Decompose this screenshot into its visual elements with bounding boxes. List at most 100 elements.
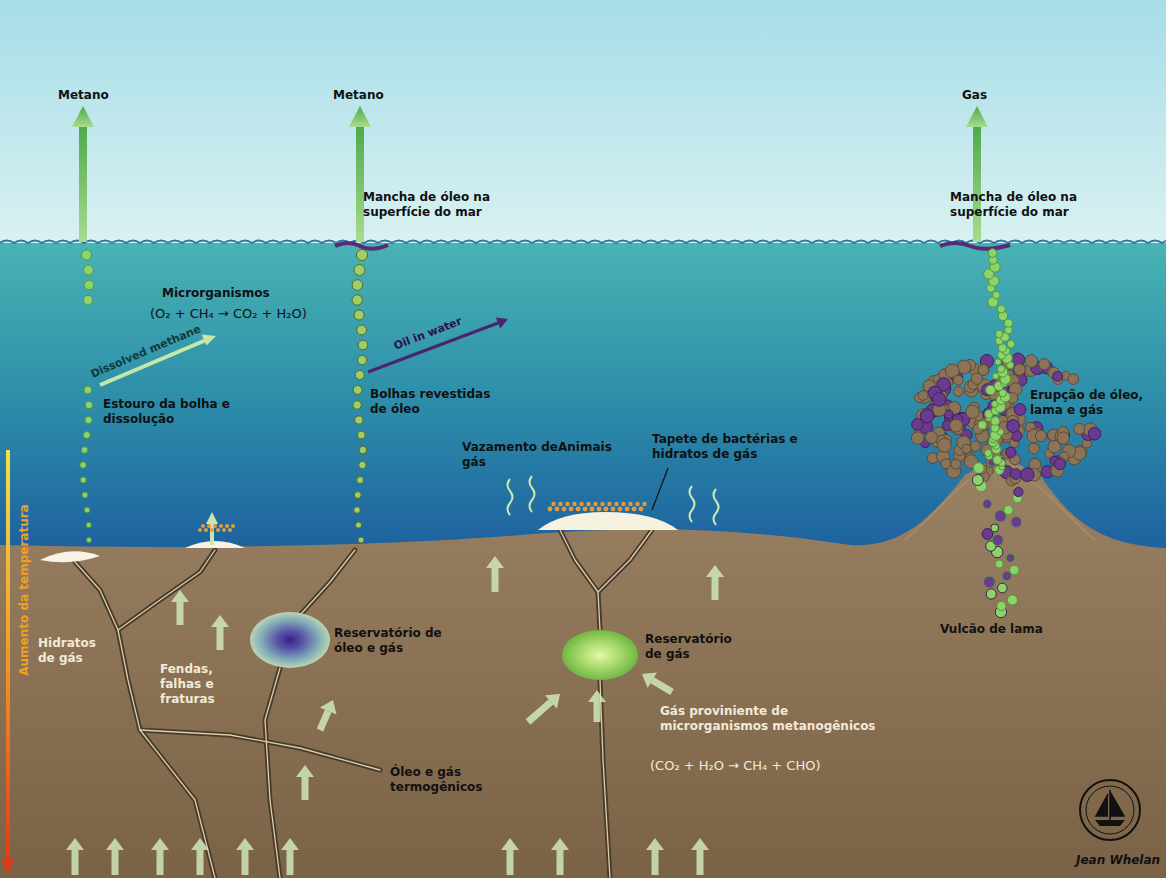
bubble	[81, 447, 88, 454]
up-arrow	[646, 838, 664, 850]
text-label: Jean Whelan	[1076, 853, 1160, 868]
text-label: Reservatório de gás	[645, 632, 745, 662]
up-arrow	[588, 690, 606, 702]
illustration-part	[75, 530, 652, 878]
animal	[569, 507, 574, 512]
up-arrow	[171, 590, 189, 602]
bubble	[962, 444, 971, 453]
animal	[198, 528, 202, 532]
illustration-part	[600, 680, 610, 878]
volcano-rim	[905, 458, 1095, 540]
bubble	[82, 492, 88, 498]
bubble	[1068, 374, 1079, 385]
bubble	[932, 393, 946, 407]
bubble	[1007, 340, 1015, 348]
illustration-part	[1086, 786, 1134, 834]
bubble	[353, 401, 361, 409]
illustration-part	[349, 106, 371, 127]
up-arrow	[157, 850, 164, 875]
bubble	[83, 295, 92, 304]
up-arrow	[545, 694, 560, 709]
animal	[548, 507, 553, 512]
animal	[231, 524, 235, 528]
up-arrow	[281, 838, 299, 850]
illustration-part	[496, 317, 508, 328]
bubble	[358, 340, 368, 350]
bubble	[86, 538, 91, 543]
up-arrow	[217, 627, 224, 650]
animal	[225, 524, 229, 528]
up-arrow	[197, 850, 204, 875]
text-label: Reservatório de óleo e gás	[334, 626, 456, 656]
bubble	[998, 583, 1008, 593]
animal	[642, 502, 646, 506]
bubble	[985, 450, 992, 457]
fractures	[75, 530, 652, 878]
bubble	[354, 265, 365, 276]
animal	[228, 528, 232, 532]
bubble	[359, 461, 366, 468]
bubble	[951, 459, 961, 469]
illustration-part	[690, 486, 695, 522]
bubble	[991, 524, 999, 532]
illustration-part	[356, 124, 364, 242]
animal	[628, 502, 632, 506]
bubble	[1088, 427, 1101, 440]
bubble	[80, 462, 86, 468]
bubble	[1007, 420, 1020, 433]
bubble	[983, 576, 995, 588]
up-arrow	[211, 615, 229, 627]
illustration-part	[508, 479, 513, 515]
temperature-arrow	[2, 450, 14, 874]
bubble	[80, 477, 86, 483]
bubble	[988, 249, 997, 258]
bubble	[85, 401, 92, 408]
bubble	[354, 492, 361, 499]
bubble	[911, 432, 924, 445]
up-arrow	[642, 672, 657, 687]
bubble	[941, 459, 951, 469]
bubble	[1054, 459, 1065, 470]
text-label: Vulcão de lama	[940, 622, 1043, 637]
bubble	[1035, 430, 1046, 441]
up-arrow	[697, 850, 704, 875]
bubble	[998, 365, 1005, 372]
up-arrow	[528, 702, 551, 722]
illustration-part	[530, 476, 535, 512]
up-arrow	[320, 711, 328, 730]
text-label: Óleo e gás termogênicos	[390, 765, 490, 795]
bubble	[1010, 469, 1021, 480]
bubble	[995, 330, 1002, 337]
bubble	[995, 359, 1001, 365]
sky	[0, 0, 1166, 244]
bubble	[993, 291, 1001, 299]
animal	[600, 502, 604, 506]
upward-arrows	[66, 556, 724, 875]
up-arrow	[242, 850, 249, 875]
animal	[579, 502, 583, 506]
gas-hydrate	[185, 541, 245, 548]
bacteria-mat	[538, 512, 678, 530]
up-arrow	[236, 838, 254, 850]
illustration-part	[140, 730, 380, 770]
up-arrow	[106, 838, 124, 850]
animal	[201, 524, 205, 528]
animal	[222, 528, 226, 532]
animal	[551, 502, 555, 506]
bubble	[995, 560, 1003, 568]
illustration-part	[560, 530, 600, 630]
bubble	[973, 463, 984, 474]
illustration-part	[714, 489, 719, 525]
bubble	[86, 522, 91, 527]
text-label: Estouro da bolha e dissolução	[103, 397, 253, 427]
bubble	[353, 386, 362, 395]
bubble	[83, 265, 93, 275]
text-label: Vazamento de gás	[462, 440, 562, 470]
up-arrow	[691, 838, 709, 850]
bubble	[971, 373, 982, 384]
animal	[604, 507, 609, 512]
illustration-part	[598, 530, 652, 592]
bubble	[1074, 423, 1085, 434]
animal	[583, 507, 588, 512]
